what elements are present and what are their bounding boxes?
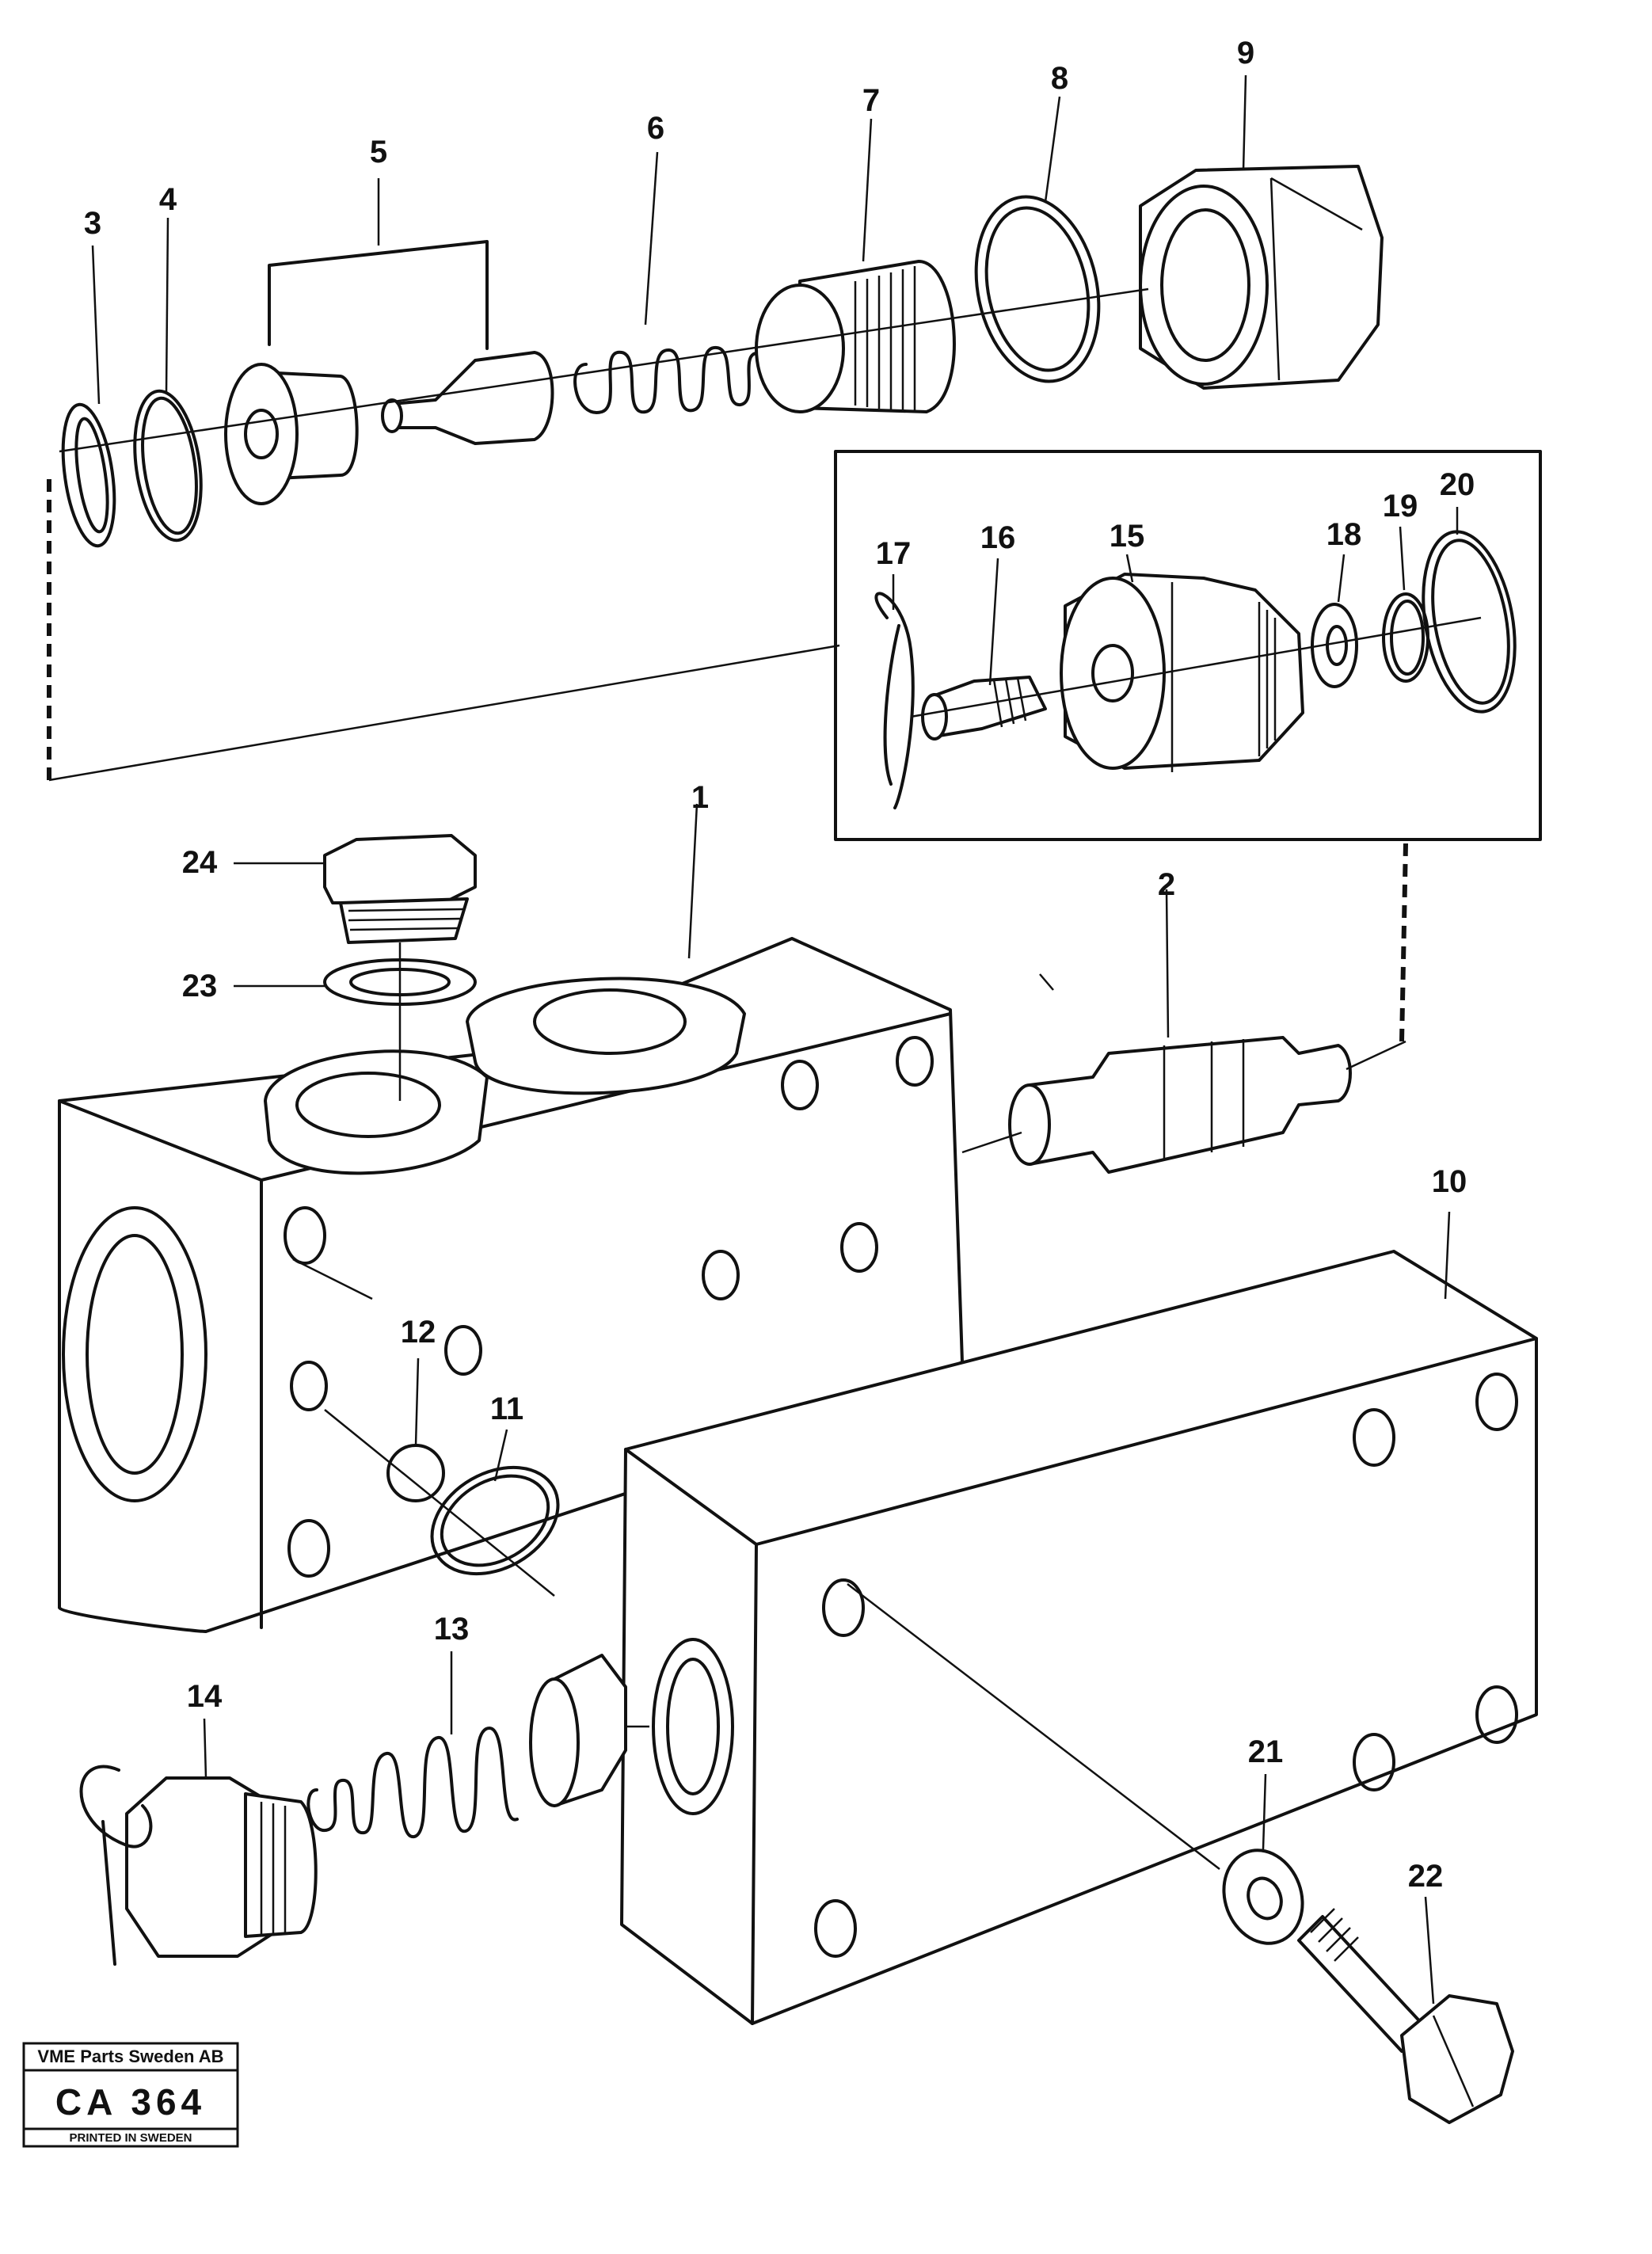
callout-21: 21 xyxy=(1248,1734,1284,1769)
part-1-valve-body xyxy=(58,937,964,1633)
callout-15: 15 xyxy=(1110,519,1145,554)
callout-10: 10 xyxy=(1432,1164,1467,1199)
part-13-spring xyxy=(306,1727,519,1838)
part-24-plug xyxy=(323,834,477,944)
stamp-printed: PRINTED IN SWEDEN xyxy=(69,2131,192,2145)
part-12-ball xyxy=(386,1444,445,1502)
callout-8: 8 xyxy=(1051,61,1068,96)
part-4-o-ring xyxy=(133,389,203,543)
part-9-hex-nut xyxy=(1139,165,1384,390)
callout-20: 20 xyxy=(1440,467,1475,502)
part-20-o-ring xyxy=(1422,530,1517,714)
part-3-washer xyxy=(61,402,116,548)
dashed-leader-right xyxy=(1399,843,1408,1042)
part-22-bolt xyxy=(1297,1908,1514,2124)
callout-12: 12 xyxy=(401,1315,436,1350)
part-15-plug-nut xyxy=(1060,573,1304,772)
part-5-bracket xyxy=(268,240,489,350)
callout-13: 13 xyxy=(434,1612,470,1647)
callout-leaders xyxy=(91,74,1459,2005)
stamp-code: CA 364 xyxy=(55,2081,206,2123)
part-5-valve-seat xyxy=(224,363,359,505)
part-17-cotter-pin xyxy=(874,592,915,809)
part-16-pin xyxy=(921,676,1047,741)
callout-17: 17 xyxy=(876,536,912,571)
callout-5: 5 xyxy=(370,135,387,169)
callout-6: 6 xyxy=(647,111,664,146)
part-21-washer xyxy=(1222,1849,1304,1945)
callout-numbers: 1 2 3 4 5 6 7 8 9 10 11 12 13 14 15 16 1… xyxy=(84,36,1475,1894)
part-7-threaded-sleeve xyxy=(755,260,956,413)
callout-14: 14 xyxy=(187,1679,223,1714)
stamp-company: VME Parts Sweden AB xyxy=(37,2046,223,2066)
part-18-washer xyxy=(1311,603,1358,688)
callout-2: 2 xyxy=(1158,867,1175,902)
callout-24: 24 xyxy=(182,845,218,880)
part-2-spool xyxy=(1008,1036,1352,1174)
part-14-plug xyxy=(125,1776,318,1958)
document-stamp: VME Parts Sweden AB CA 364 PRINTED IN SW… xyxy=(22,2042,239,2148)
callout-11: 11 xyxy=(490,1392,523,1426)
callout-19: 19 xyxy=(1383,489,1418,524)
part-11-o-ring xyxy=(430,1465,560,1576)
callout-16: 16 xyxy=(980,520,1016,555)
part-14-cotter-pin xyxy=(79,1765,153,1966)
part-5-valve-cone xyxy=(381,351,554,445)
part-10-valve-block xyxy=(620,1250,1538,2025)
callout-1: 1 xyxy=(691,780,709,815)
callout-18: 18 xyxy=(1327,517,1362,552)
part-6-spring xyxy=(573,346,762,414)
callout-23: 23 xyxy=(182,969,218,1003)
callout-4: 4 xyxy=(159,182,177,217)
callout-22: 22 xyxy=(1408,1859,1444,1894)
callout-7: 7 xyxy=(862,83,880,118)
callout-3: 3 xyxy=(84,206,101,241)
part-19-o-ring xyxy=(1382,592,1429,683)
part-13-poppet xyxy=(529,1654,627,1807)
callout-9: 9 xyxy=(1237,36,1254,70)
part-8-o-ring xyxy=(974,195,1101,383)
